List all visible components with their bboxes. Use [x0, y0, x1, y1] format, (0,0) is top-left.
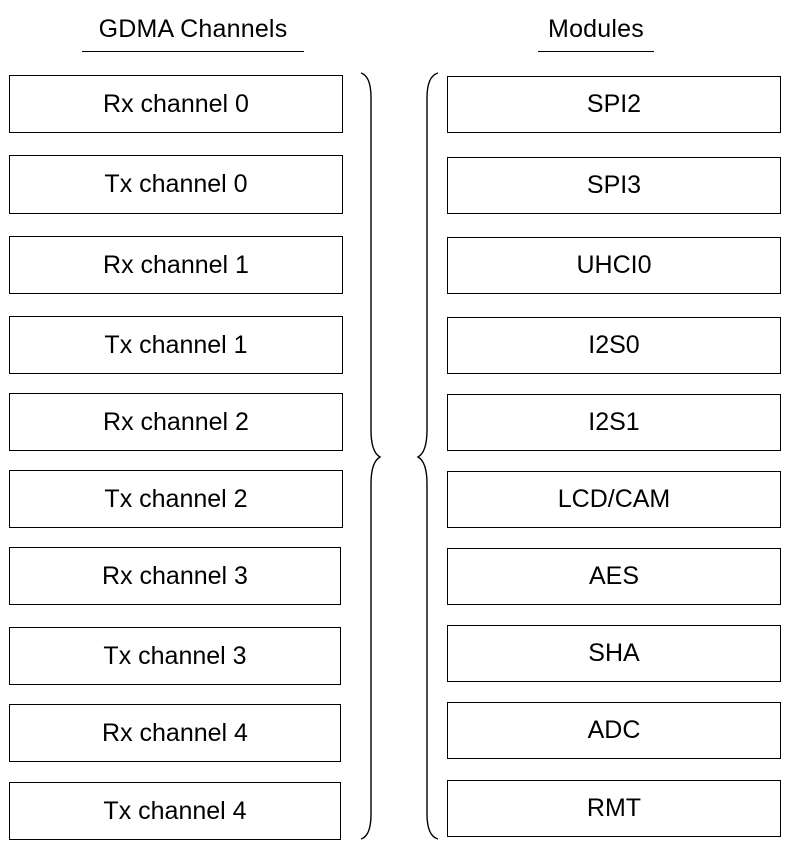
channel-label: Rx channel 3	[102, 561, 248, 590]
channel-box: Tx channel 0	[9, 155, 343, 214]
module-label: ADC	[587, 716, 641, 744]
module-box: SPI2	[447, 76, 781, 133]
module-label: RMT	[586, 794, 642, 822]
channel-label: Rx channel 4	[102, 718, 248, 747]
channel-label: Tx channel 4	[103, 796, 247, 825]
module-label: AES	[588, 562, 640, 590]
module-label: SHA	[588, 639, 640, 667]
channel-label: Tx channel 1	[104, 330, 248, 359]
channel-box: Tx channel 3	[9, 627, 341, 685]
channel-box: Tx channel 4	[9, 782, 341, 840]
module-label: I2S1	[588, 408, 640, 436]
channel-box: Rx channel 4	[9, 704, 341, 762]
channel-box: Rx channel 2	[9, 393, 343, 451]
channel-label: Tx channel 3	[103, 641, 247, 670]
module-box: AES	[447, 548, 781, 605]
module-box: I2S1	[447, 394, 781, 451]
module-box: SPI3	[447, 157, 781, 214]
channel-label: Tx channel 2	[104, 484, 248, 513]
modules-heading-text: Modules	[548, 15, 644, 43]
channel-label: Rx channel 2	[103, 407, 249, 436]
channel-box: Rx channel 1	[9, 236, 343, 294]
module-label: LCD/CAM	[557, 485, 671, 513]
channel-box: Rx channel 0	[9, 75, 343, 133]
module-label: I2S0	[588, 331, 640, 359]
module-box: I2S0	[447, 317, 781, 374]
module-label: UHCI0	[576, 251, 652, 279]
channel-label: Rx channel 0	[103, 89, 249, 118]
channel-label: Tx channel 0	[104, 170, 248, 198]
left-curly-brace	[416, 72, 439, 840]
module-label: SPI2	[586, 90, 642, 118]
heading-underline	[538, 50, 654, 52]
channel-box: Tx channel 1	[9, 316, 343, 374]
module-box: ADC	[447, 702, 781, 759]
channel-box: Rx channel 3	[9, 547, 341, 605]
right-curly-brace	[360, 72, 382, 840]
channel-box: Tx channel 2	[9, 470, 343, 528]
module-box: RMT	[447, 780, 781, 837]
gdma-channels-heading-text: GDMA Channels	[98, 15, 288, 43]
module-box: SHA	[447, 625, 781, 682]
module-box: LCD/CAM	[447, 471, 781, 528]
gdma-channels-heading: GDMA Channels	[82, 14, 304, 52]
module-box: UHCI0	[447, 237, 781, 294]
channel-label: Rx channel 1	[103, 250, 249, 279]
heading-underline	[82, 50, 304, 52]
module-label: SPI3	[586, 171, 642, 199]
modules-heading: Modules	[538, 14, 654, 52]
